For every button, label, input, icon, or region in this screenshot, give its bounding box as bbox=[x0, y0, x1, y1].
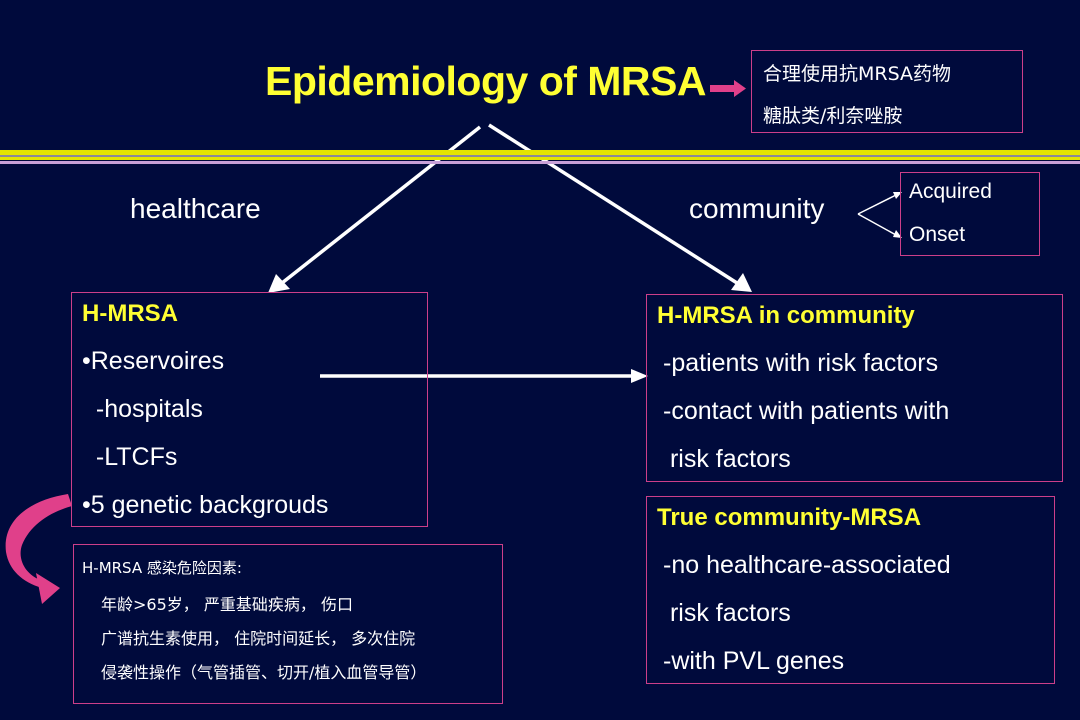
page-title: Epidemiology of MRSA bbox=[265, 58, 707, 104]
divider-yellow bbox=[0, 150, 1080, 155]
risk-line: 广谱抗生素使用， 住院时间延长， 多次住院 bbox=[101, 629, 416, 648]
curved-arrow-to-risk bbox=[5, 494, 72, 604]
h-mrsa-community-line: -contact with patients with bbox=[663, 397, 950, 425]
drug-line-2: 糖肽类/利奈唑胺 bbox=[763, 105, 903, 127]
true-community-line: -with PVL genes bbox=[663, 647, 845, 675]
true-community-line: risk factors bbox=[663, 599, 791, 627]
arrow-reservoir-to-community bbox=[320, 369, 648, 383]
h-mrsa-community-header: H-MRSA in community bbox=[657, 302, 915, 329]
h-mrsa-community-box: H-MRSA in community -patients with risk … bbox=[646, 294, 1063, 482]
divider-grey bbox=[0, 155, 1080, 157]
h-mrsa-header: H-MRSA bbox=[82, 300, 178, 327]
risk-header: H-MRSA 感染危险因素: bbox=[82, 559, 242, 577]
label-healthcare: healthcare bbox=[130, 193, 261, 224]
h-mrsa-line: •Reservoires bbox=[82, 347, 225, 375]
community-split-arrows bbox=[857, 192, 902, 238]
h-mrsa-line: •5 genetic backgrouds bbox=[82, 491, 329, 519]
h-mrsa-line: -hospitals bbox=[82, 395, 203, 423]
community-type-acquired: Acquired bbox=[909, 180, 992, 203]
h-mrsa-community-line: risk factors bbox=[663, 445, 791, 473]
community-types-box: Acquired Onset bbox=[900, 172, 1040, 256]
true-community-box: True community-MRSA -no healthcare-assoc… bbox=[646, 496, 1055, 684]
true-community-line: -no healthcare-associated bbox=[663, 551, 951, 579]
community-type-onset: Onset bbox=[909, 223, 966, 246]
risk-line: 侵袭性操作（气管插管、切开/植入血管导管） bbox=[101, 663, 427, 682]
divider-lilac bbox=[0, 161, 1080, 164]
true-community-header: True community-MRSA bbox=[657, 504, 922, 531]
drug-line-1: 合理使用抗MRSA药物 bbox=[763, 63, 952, 85]
h-mrsa-line: -LTCFs bbox=[82, 443, 178, 471]
h-mrsa-box: H-MRSA •Reservoires -hospitals -LTCFs •5… bbox=[71, 292, 428, 527]
risk-factors-box: H-MRSA 感染危险因素: 年龄>65岁， 严重基础疾病， 伤口 广谱抗生素使… bbox=[73, 544, 503, 704]
title-to-drug-arrow bbox=[710, 80, 746, 97]
drug-box: 合理使用抗MRSA药物 糖肽类/利奈唑胺 bbox=[751, 50, 1023, 133]
label-community: community bbox=[689, 193, 825, 224]
risk-line: 年龄>65岁， 严重基础疾病， 伤口 bbox=[101, 595, 353, 614]
divider-yellow-2 bbox=[0, 157, 1080, 160]
h-mrsa-community-line: -patients with risk factors bbox=[663, 349, 939, 377]
